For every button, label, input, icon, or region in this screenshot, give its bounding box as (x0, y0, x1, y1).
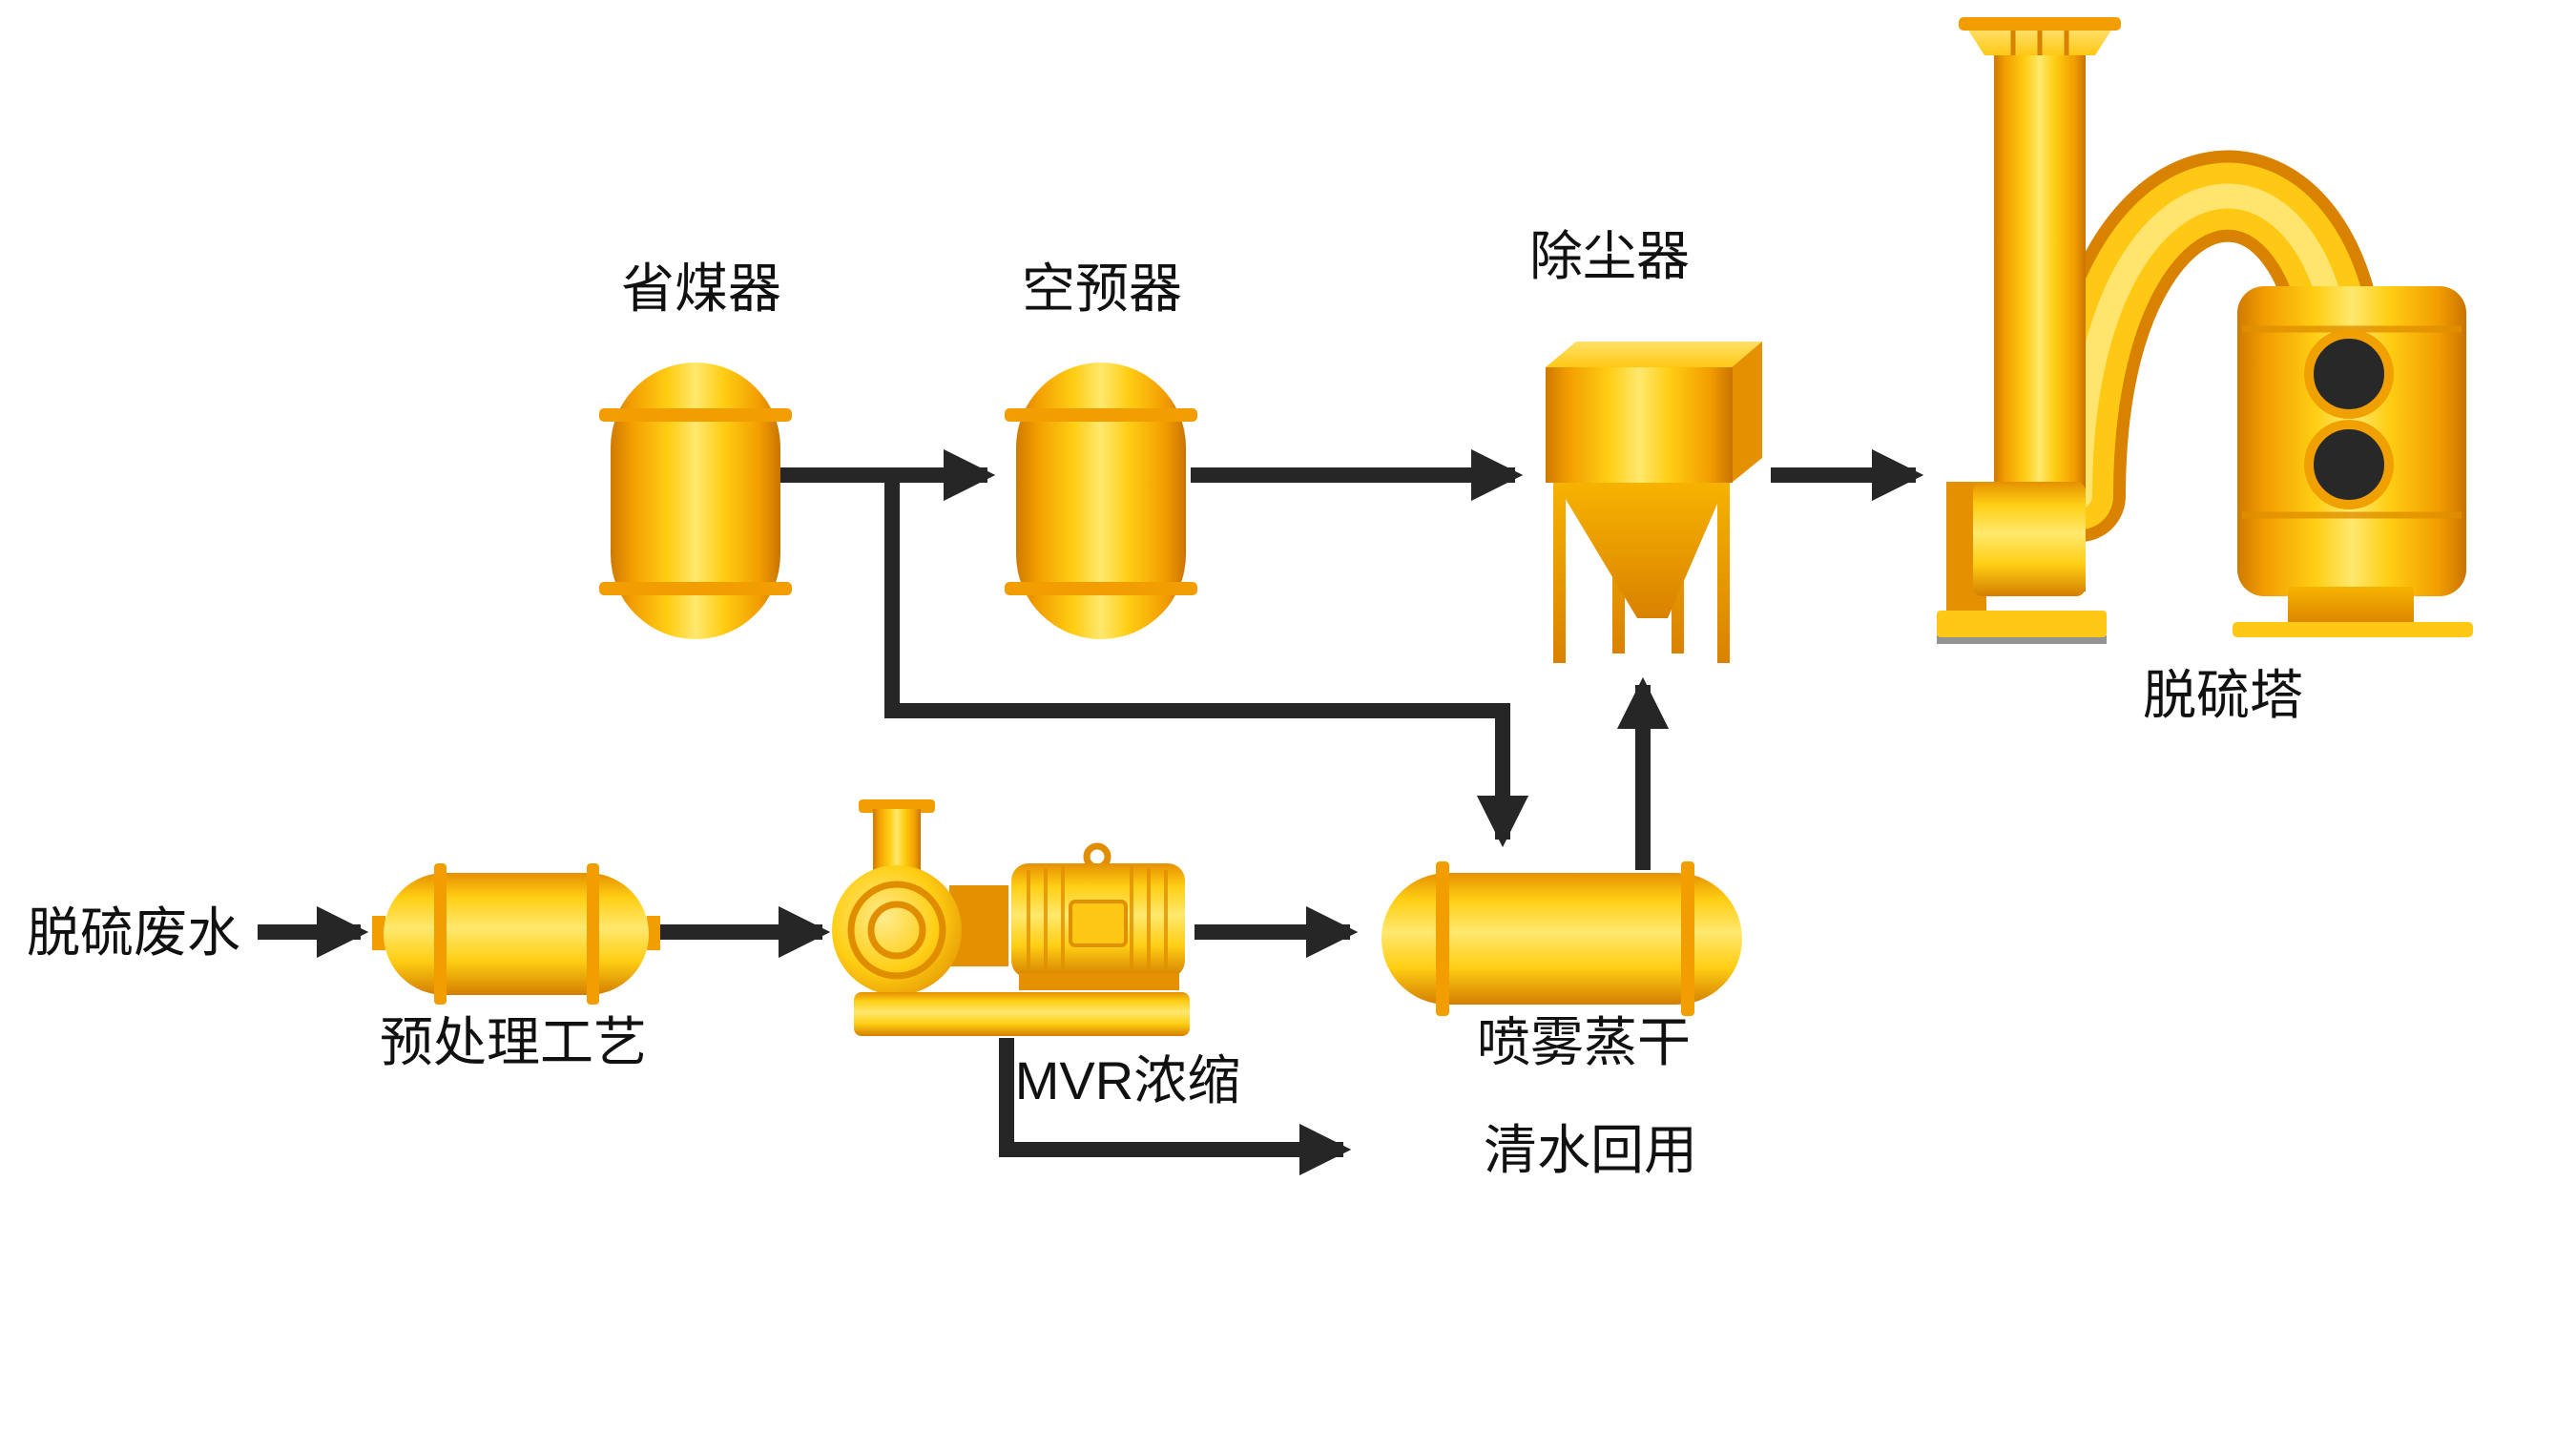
tower-band-lines (2242, 325, 2462, 519)
motor-feet (1019, 973, 1179, 990)
dust-leg-4 (1717, 477, 1730, 663)
preheater-shell (1016, 363, 1186, 639)
air-preheater-tank (1005, 363, 1197, 639)
dust-collector-label: 除尘器 (1529, 226, 1690, 286)
tower-porthole-lower (2304, 420, 2394, 509)
tower-porthole-upper (2304, 329, 2394, 419)
fan-and-stack (1937, 17, 2121, 644)
stack-cap (1959, 17, 2121, 31)
desulfurization-tower-label: 脱硫塔 (2143, 665, 2303, 725)
clean-water-reuse-label: 清水回用 (1484, 1120, 1697, 1180)
pretreatment-tank (372, 863, 660, 1005)
stack-supports (2010, 31, 2069, 55)
fan-shadow (1937, 635, 2107, 644)
pretreatment-label: 预处理工艺 (380, 1012, 647, 1072)
spray-evaporation-label: 喷雾蒸干 (1477, 1012, 1691, 1072)
dust-hopper-funnel (1555, 482, 1727, 618)
tower-base-plate (2233, 622, 2473, 637)
pretreatment-ring-left (434, 863, 447, 1005)
motor-fins (1027, 866, 1168, 975)
spray-shell (1381, 873, 1742, 1005)
arrow-branch-to-spray (884, 475, 1529, 848)
economizer-flange-bottom (599, 582, 792, 595)
economizer-label: 省煤器 (621, 259, 781, 319)
fan-housing (1973, 482, 2086, 596)
pump-rib-inner (867, 901, 926, 960)
pretreatment-shell (384, 873, 649, 995)
motor-junction-box (1069, 900, 1128, 947)
dust-box-front (1546, 367, 1733, 483)
economizer-flange-top (599, 408, 792, 422)
spray-ring-left (1436, 861, 1449, 1016)
economizer-tank (599, 363, 792, 639)
economizer-shell (611, 363, 780, 639)
air-preheater-label: 空预器 (1022, 259, 1182, 319)
tower-base-skirt (2288, 587, 2414, 627)
desulfurization-tower (2233, 286, 2473, 637)
mvr-concentration-label: MVR浓缩 (1015, 1050, 1240, 1110)
dust-box-side (1732, 342, 1762, 483)
arrow-mvr-to-cleanwater (999, 1038, 1352, 1176)
pretreatment-ring-right (587, 863, 599, 1005)
fan-base (1937, 611, 2107, 637)
spray-ring-right (1681, 861, 1694, 1016)
pretreatment-stub-right (647, 916, 660, 950)
flow-arrows (258, 448, 1924, 1176)
preheater-flange-bottom (1005, 582, 1197, 595)
mvr-pump-unit (832, 799, 1190, 1036)
wastewater-in-label: 脱硫废水 (27, 902, 240, 963)
pretreatment-stub-left (372, 916, 385, 950)
dust-box-top (1546, 342, 1762, 367)
preheater-flange-top (1005, 408, 1197, 422)
spray-evaporation-tank (1381, 861, 1742, 1016)
dust-collector (1546, 342, 1762, 663)
pump-base-plate (854, 992, 1190, 1036)
pump-rib-outer (847, 881, 946, 980)
dust-leg-1 (1553, 477, 1566, 663)
